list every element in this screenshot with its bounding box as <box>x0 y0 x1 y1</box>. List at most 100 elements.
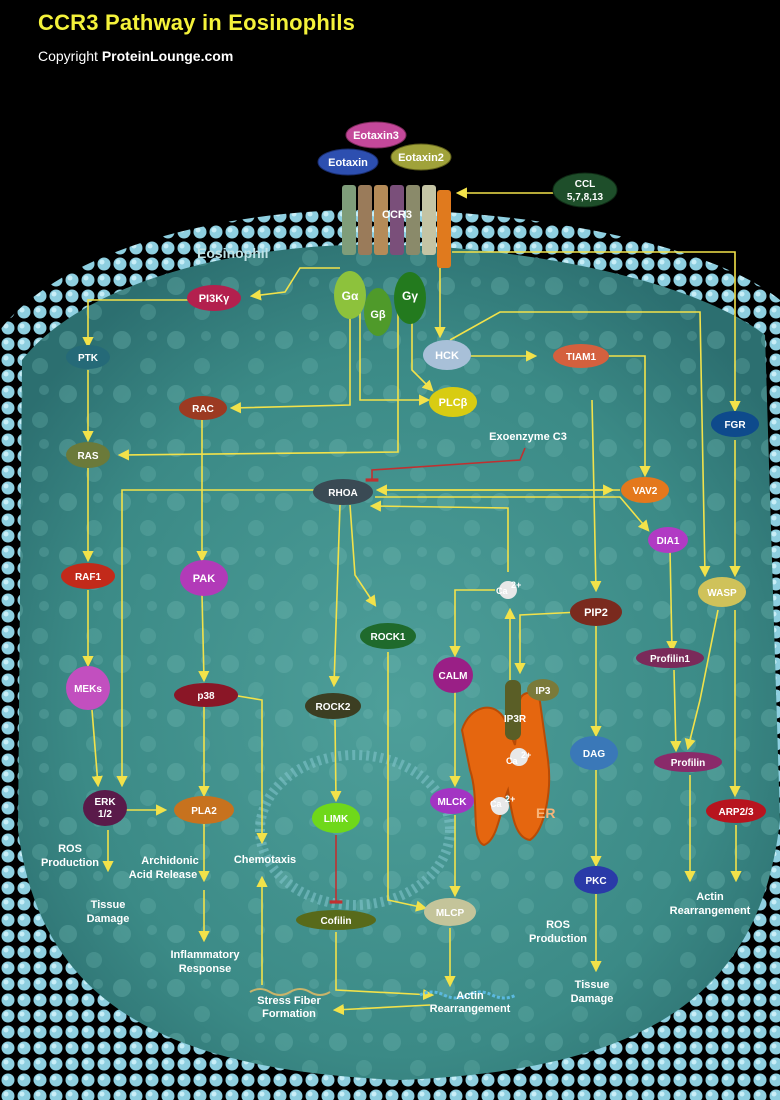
cell-label: Eosinophil <box>197 245 269 261</box>
label-ros-production-1b: Production <box>41 857 99 869</box>
svg-text:ROCK2: ROCK2 <box>315 702 350 713</box>
node-ptk: PTK <box>66 345 110 369</box>
ccr3-receptor: CCR3 <box>342 185 451 268</box>
node-wasp: WASP <box>698 577 746 607</box>
svg-text:FGR: FGR <box>724 420 746 431</box>
label-tissue-damage-1b: Damage <box>87 913 130 925</box>
copyright-prefix: Copyright <box>38 48 98 64</box>
svg-text:Ca: Ca <box>496 586 508 596</box>
svg-text:Gα: Gα <box>342 289 359 303</box>
svg-text:Cofilin: Cofilin <box>320 916 351 927</box>
svg-text:PTK: PTK <box>78 353 99 364</box>
svg-text:TIAM1: TIAM1 <box>566 352 596 363</box>
node-raf1: RAF1 <box>61 563 115 589</box>
node-mlcp: MLCP <box>424 898 476 926</box>
node-pip2: PIP2 <box>570 598 622 626</box>
node-mlck: MLCK <box>430 788 474 814</box>
ligand-eotaxin: Eotaxin <box>317 148 379 176</box>
node-ras: RAS <box>66 442 110 468</box>
label-chemotaxis: Chemotaxis <box>234 854 296 866</box>
label-actin-mid-b: Rearrangement <box>430 1003 511 1015</box>
svg-text:PLA2: PLA2 <box>191 806 217 817</box>
svg-text:PIP2: PIP2 <box>584 607 608 619</box>
svg-text:ROCK1: ROCK1 <box>370 632 405 643</box>
svg-text:VAV2: VAV2 <box>633 486 658 497</box>
node-vav2: VAV2 <box>621 477 669 503</box>
svg-text:Gβ: Gβ <box>370 309 386 321</box>
svg-text:PI3Kγ: PI3Kγ <box>199 293 230 305</box>
label-stress-fiber: Stress Fiber <box>257 995 321 1007</box>
svg-text:MLCP: MLCP <box>436 908 465 919</box>
svg-text:LIMK: LIMK <box>324 814 349 825</box>
ccr3-label: CCR3 <box>382 209 412 221</box>
node-dag: DAG <box>570 736 618 770</box>
svg-text:DAG: DAG <box>583 749 605 760</box>
label-arachidonic: Archidonic <box>141 855 198 867</box>
node-fgr: FGR <box>711 411 759 437</box>
page-title: CCR3 Pathway in Eosinophils <box>38 10 356 35</box>
svg-text:Gγ: Gγ <box>402 289 418 303</box>
label-actin-right: Actin <box>696 891 724 903</box>
node-pi3k: PI3Kγ <box>187 285 241 311</box>
copyright-brand: ProteinLounge.com <box>101 48 234 64</box>
svg-text:PKC: PKC <box>585 876 606 887</box>
node-dia1: DIA1 <box>648 527 688 553</box>
label-actin-right-b: Rearrangement <box>670 905 751 917</box>
svg-text:HCK: HCK <box>435 350 459 362</box>
label-exoenzyme-c3: Exoenzyme C3 <box>489 431 567 443</box>
svg-text:WASP: WASP <box>707 588 737 599</box>
gprotein-gamma: Gγ <box>394 272 426 324</box>
node-calm: CALM <box>433 657 473 693</box>
node-cofilin: Cofilin <box>296 910 376 930</box>
gprotein-alpha: Gα <box>334 271 366 319</box>
node-meks: MEKs <box>66 666 110 710</box>
label-ros-production-1: ROS <box>58 843 82 855</box>
svg-text:IP3: IP3 <box>535 686 550 697</box>
node-p38: p38 <box>174 683 238 707</box>
label-actin-mid: Actin <box>456 990 484 1002</box>
node-profilin: Profilin <box>654 752 722 772</box>
svg-text:2+: 2+ <box>511 580 521 590</box>
node-ip3: IP3 <box>527 679 559 701</box>
label-tissue-damage-2: Tissue <box>575 979 610 991</box>
node-pak: PAK <box>180 560 228 596</box>
svg-text:2+: 2+ <box>505 794 515 804</box>
svg-text:ARP2/3: ARP2/3 <box>718 807 753 818</box>
svg-text:1/2: 1/2 <box>98 809 112 820</box>
ligand-eotaxin2: Eotaxin2 <box>390 143 452 171</box>
svg-text:IP3R: IP3R <box>504 714 527 725</box>
calcium-ion-3: Ca 2+ <box>490 794 515 815</box>
svg-text:RAS: RAS <box>77 451 98 462</box>
nucleus-region <box>255 750 455 910</box>
node-rock2: ROCK2 <box>305 693 361 719</box>
label-tissue-damage-2b: Damage <box>571 993 614 1005</box>
er-label: ER <box>536 805 555 821</box>
copyright-line: Copyright ProteinLounge.com <box>38 48 233 64</box>
svg-text:Profilin1: Profilin1 <box>650 654 690 665</box>
svg-text:Profilin: Profilin <box>671 758 705 769</box>
node-rac: RAC <box>179 396 227 420</box>
svg-text:RAF1: RAF1 <box>75 572 102 583</box>
pathway-arrows <box>82 187 742 1016</box>
svg-text:Ca: Ca <box>490 799 502 809</box>
node-pkc: PKC <box>574 866 618 894</box>
node-rock1: ROCK1 <box>360 623 416 649</box>
label-ros-production-2b: Production <box>529 933 587 945</box>
svg-text:PAK: PAK <box>193 573 215 585</box>
node-hck: HCK <box>423 340 471 370</box>
label-ros-production-2: ROS <box>546 919 570 931</box>
svg-text:2+: 2+ <box>521 750 531 760</box>
svg-text:5,7,8,13: 5,7,8,13 <box>567 192 604 203</box>
svg-text:PLCβ: PLCβ <box>439 397 468 409</box>
node-rhoa: RHOA <box>313 479 373 505</box>
svg-text:MLCK: MLCK <box>438 797 468 808</box>
svg-text:RHOA: RHOA <box>328 488 357 499</box>
node-limk: LIMK <box>312 803 360 833</box>
svg-text:DIA1: DIA1 <box>657 536 680 547</box>
node-profilin1: Profilin1 <box>636 648 704 668</box>
gprotein-beta: Gβ <box>364 288 392 336</box>
node-erk: ERK 1/2 <box>83 790 127 826</box>
node-arp23: ARP2/3 <box>706 799 766 823</box>
